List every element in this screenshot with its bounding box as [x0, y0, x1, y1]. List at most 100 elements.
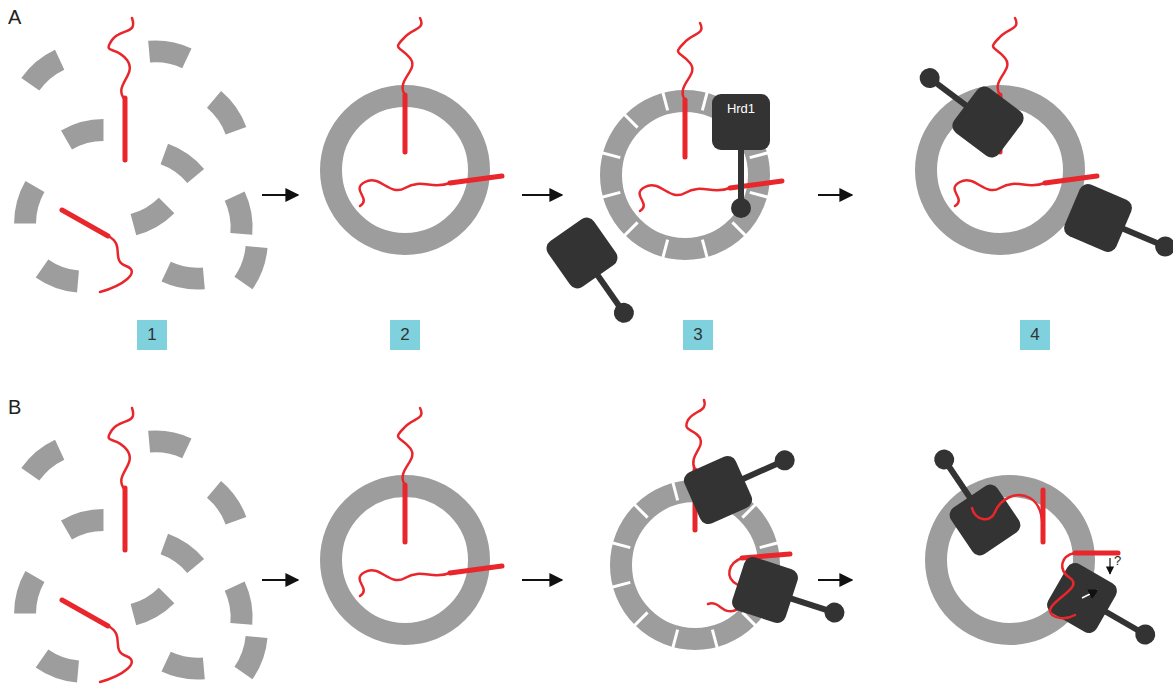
lipid-fragment: [233, 631, 271, 681]
substrate-protein: [360, 408, 502, 596]
step-number: 4: [1020, 320, 1050, 350]
protein-loop: [100, 626, 132, 682]
membrane-gap: [619, 109, 637, 127]
membrane-gap: [661, 240, 668, 265]
step-arrow: [262, 194, 298, 196]
lipid-fragment: [204, 89, 249, 139]
hrd1-protein: [730, 555, 853, 643]
hrd1-protein: [1061, 181, 1173, 276]
lipid-fragment: [161, 651, 209, 682]
transmembrane-segment: [450, 566, 502, 573]
step-arrow: [262, 579, 298, 581]
protein-loop: [398, 408, 421, 485]
step-number: 3: [683, 320, 713, 350]
step-arrow: [818, 579, 852, 581]
membrane-gaps: [595, 85, 775, 265]
membrane-gap: [595, 151, 620, 158]
step-number: 1: [137, 320, 167, 350]
node-text: 1: [147, 325, 156, 345]
step-arrow: [522, 579, 562, 581]
lipid-fragment: [161, 261, 209, 292]
substrate-protein: [360, 18, 502, 206]
lipid-fragment: [144, 428, 192, 459]
membrane-gap: [760, 541, 785, 548]
transmembrane-segment: [123, 488, 128, 550]
proteoliposome: [331, 96, 479, 244]
transmembrane-segment: [450, 176, 502, 183]
hrd1-protein: [1044, 560, 1168, 664]
substrate-protein: [62, 18, 133, 292]
membrane-gap: [671, 475, 678, 500]
protein-loop: [100, 236, 132, 292]
lipid-fragment: [19, 48, 68, 95]
step-number: 2: [390, 320, 420, 350]
membrane-gap: [619, 222, 637, 240]
lipid-fragment: [35, 648, 85, 686]
transmembrane-segment: [403, 95, 408, 152]
protein-loop: [109, 408, 134, 490]
transmembrane-segment: [742, 554, 790, 558]
lipid-fragment: [11, 180, 46, 229]
question-mark: ?: [1114, 553, 1121, 568]
protein-loop: [360, 570, 450, 596]
membrane-gap: [712, 630, 719, 655]
hrd1-box: Hrd1: [712, 94, 770, 150]
lipid-fragment: [144, 38, 192, 69]
lipid-fragment: [156, 531, 206, 576]
lipid-fragment: [126, 585, 176, 628]
protein-loop: [993, 18, 1016, 95]
membrane-gap: [702, 240, 709, 265]
transmembrane-segment: [730, 181, 782, 188]
membrane-gap: [732, 222, 750, 240]
panel-label: A: [8, 6, 21, 29]
protein-loop: [972, 495, 1043, 540]
node-text: 4: [1030, 325, 1039, 345]
movement-arrow: [1109, 558, 1110, 574]
membrane-gap: [661, 85, 668, 110]
transmembrane-segment: [62, 600, 108, 626]
substrate-protein: [972, 490, 1118, 618]
substrate-protein: [62, 408, 133, 682]
node-text: Hrd1: [727, 101, 755, 116]
protein-loop: [955, 180, 1045, 206]
lipid-fragment: [19, 438, 68, 485]
lipid-fragment: [156, 141, 206, 186]
lipid-fragment: [204, 479, 249, 529]
lipid-fragments: [11, 428, 270, 685]
lipid-fragment: [224, 191, 255, 239]
transmembrane-segment: [1075, 551, 1118, 556]
lipid-fragments: [11, 38, 270, 295]
transmembrane-segment: [1041, 490, 1046, 542]
protein-loop: [678, 23, 701, 100]
node-text: 3: [693, 325, 702, 345]
protein-loop: [640, 185, 730, 211]
step-arrow: [818, 194, 852, 196]
membrane-gap: [605, 582, 630, 589]
hrd1-protein: [543, 214, 653, 337]
panel-label: B: [8, 396, 21, 419]
protein-loop: [398, 18, 421, 95]
lipid-fragment: [224, 581, 255, 629]
lipid-fragment: [233, 241, 271, 291]
node-text: 2: [400, 325, 409, 345]
lipid-fragment: [11, 570, 46, 619]
protein-loop: [1050, 553, 1075, 618]
membrane-gap: [595, 192, 620, 199]
lipid-fragment: [35, 258, 85, 296]
membrane-gap: [750, 151, 775, 158]
membrane-gap: [605, 541, 630, 548]
movement-arrow: [1082, 590, 1098, 598]
protein-loop: [109, 18, 134, 100]
membrane-gap: [629, 499, 647, 517]
transmembrane-segment: [1045, 176, 1097, 183]
transmembrane-segment: [683, 100, 688, 157]
transmembrane-segment: [403, 485, 408, 542]
protein-loop: [686, 400, 704, 470]
hrd1-domain: [731, 198, 751, 218]
membrane-gap: [750, 192, 775, 199]
lipid-fragment: [60, 116, 109, 151]
transmembrane-segment: [123, 98, 128, 160]
membrane-gap: [671, 630, 678, 655]
membrane-gap: [629, 612, 647, 630]
